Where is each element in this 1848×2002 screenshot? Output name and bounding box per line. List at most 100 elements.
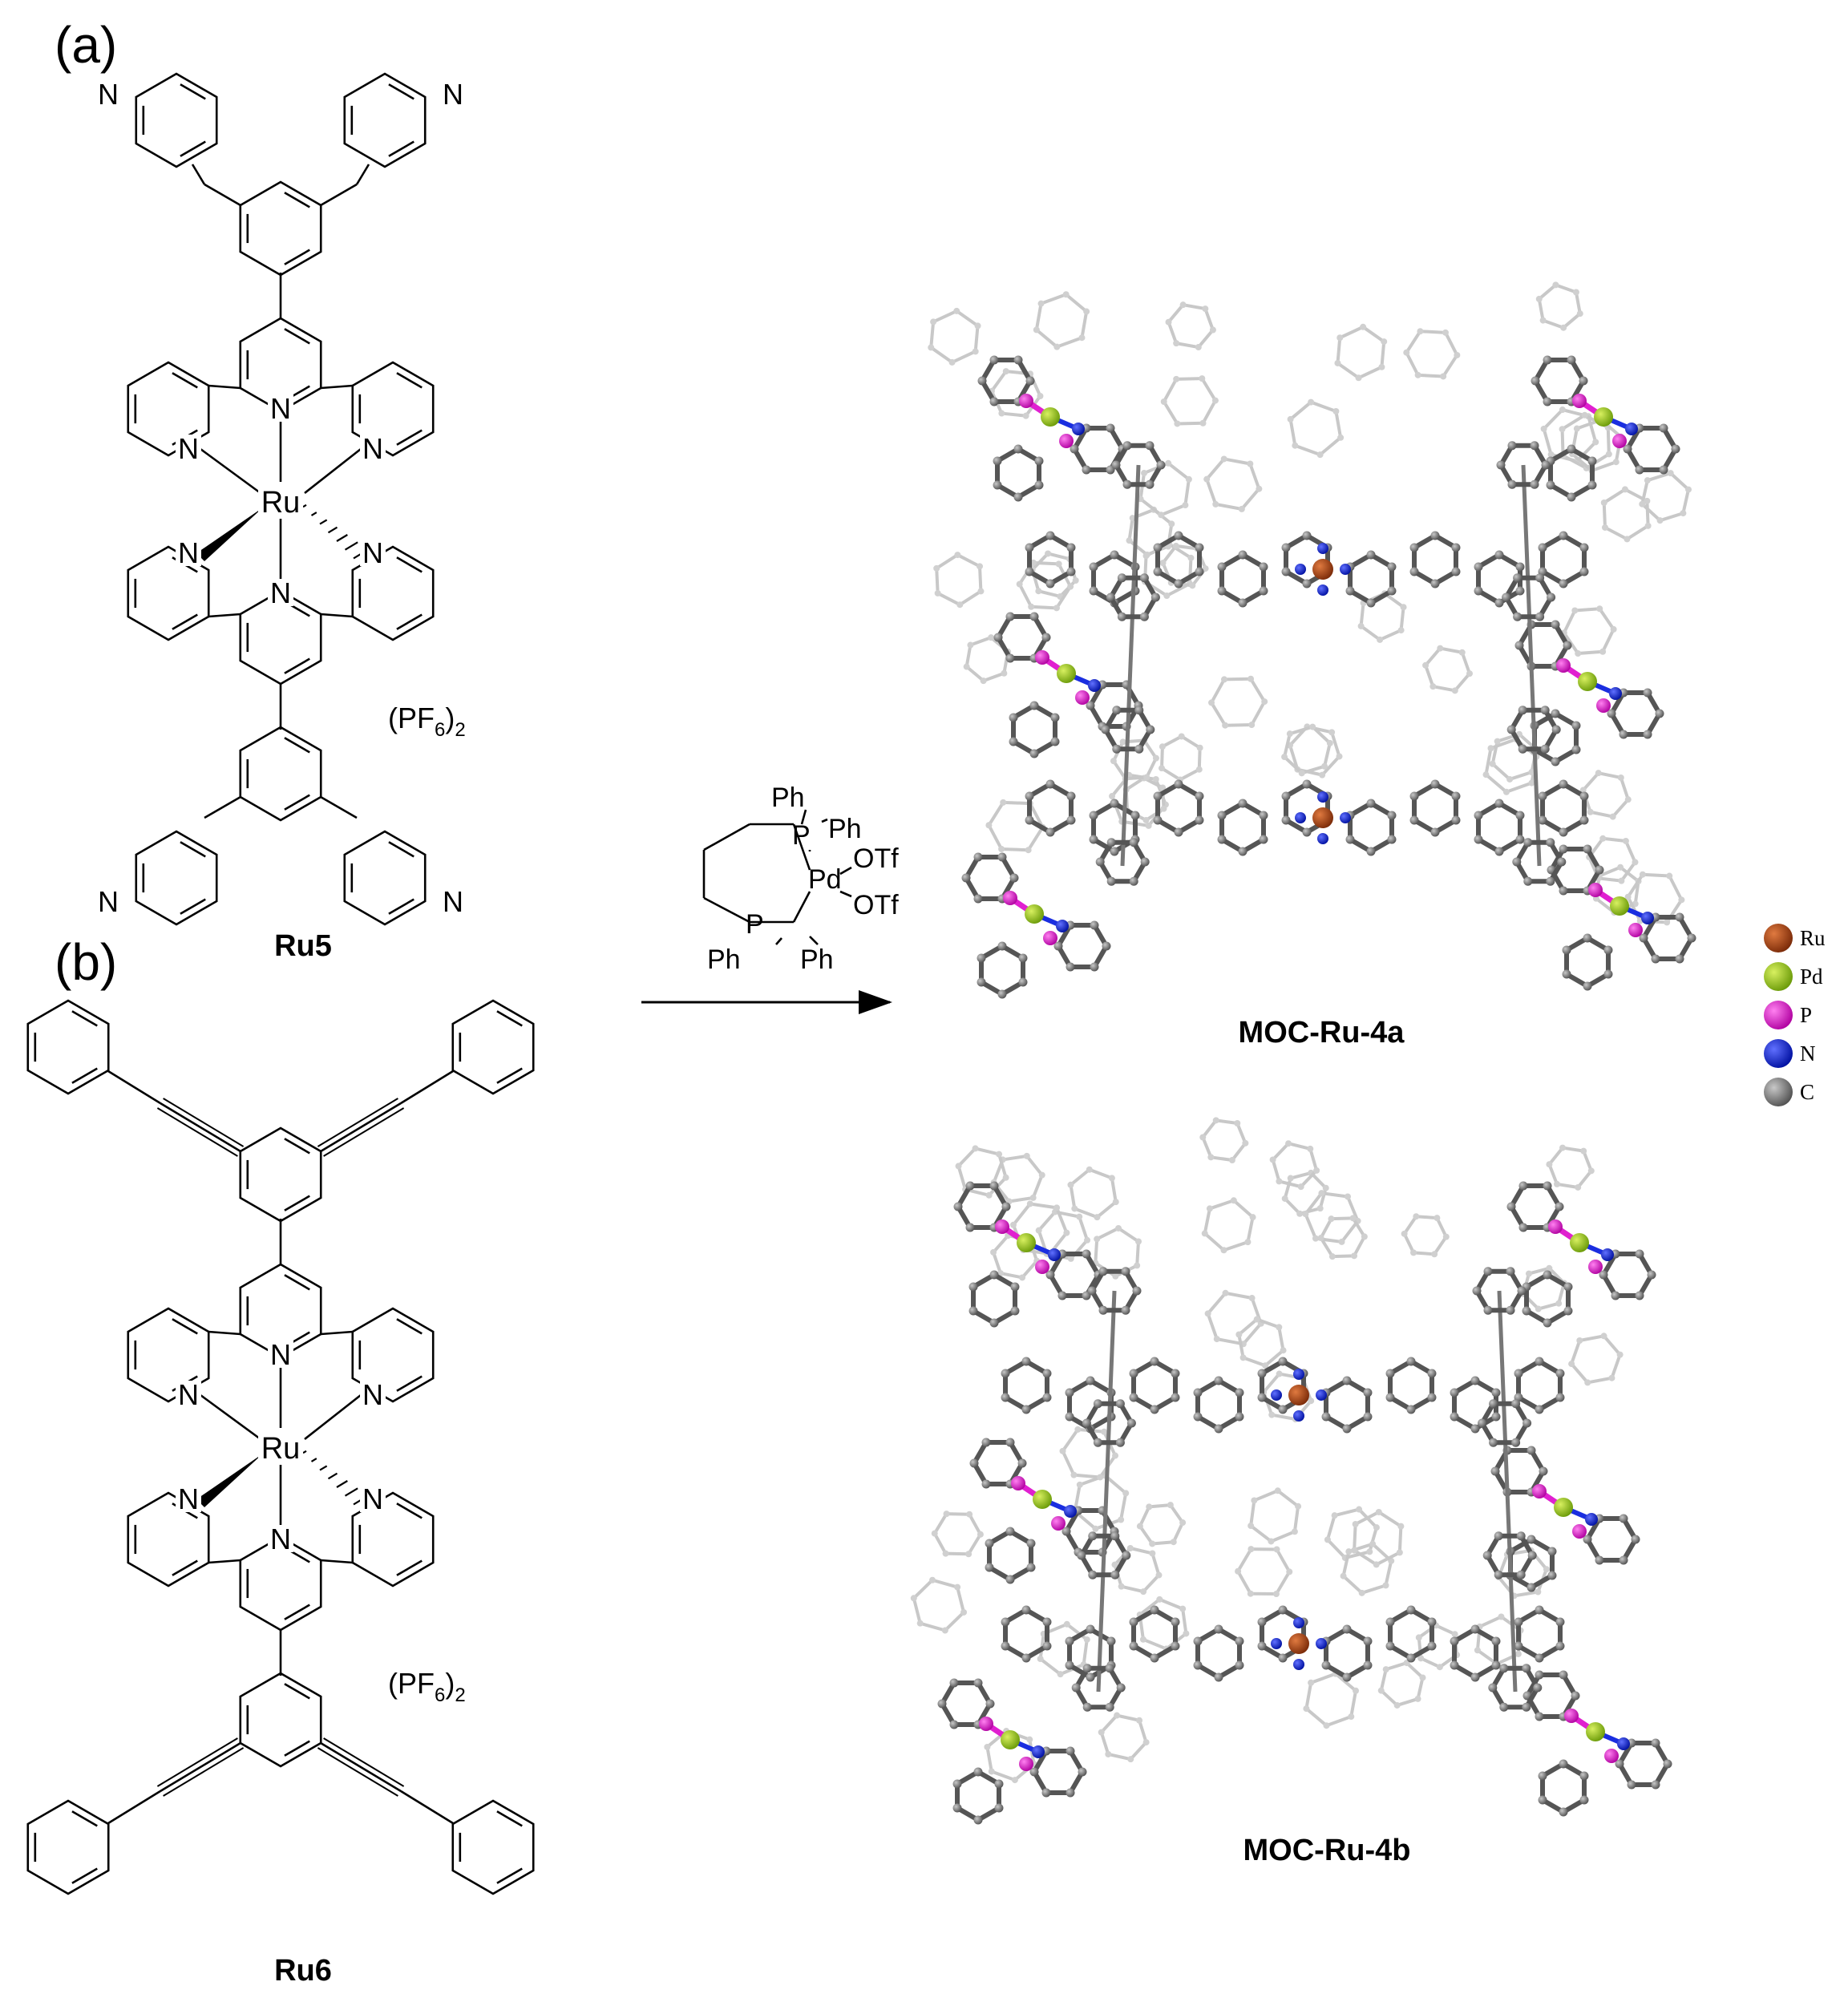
legend-swatch: [1764, 1078, 1793, 1106]
legend-swatch: [1764, 1001, 1793, 1029]
pyridyl-top-left: [136, 74, 216, 167]
atom-label: N: [270, 392, 291, 425]
n-atom: [1271, 1638, 1282, 1649]
n-atom: [1641, 912, 1654, 924]
p-atom: [1564, 1709, 1579, 1723]
p-atom: [1011, 1476, 1025, 1490]
p-atom: [1588, 1260, 1603, 1274]
p-atom: [1604, 1749, 1619, 1763]
n-atom: [1293, 1617, 1304, 1628]
pd-atom: [1057, 664, 1076, 683]
atom-label: N: [178, 1482, 199, 1515]
ru6-counterion: (PF6)2: [388, 1667, 466, 1706]
legend-label: P: [1800, 1003, 1812, 1027]
svg-text:OTf: OTf: [853, 890, 899, 920]
n-atom: [1340, 564, 1351, 575]
p-atom: [995, 1219, 1009, 1234]
pyridyl-bottom-left: [136, 831, 216, 924]
n-atom: [1316, 1389, 1327, 1401]
svg-text:Ph: Ph: [771, 783, 805, 813]
n-atom: [1056, 920, 1069, 932]
panel-b-tag: (b): [55, 933, 117, 991]
p-atom: [979, 1717, 993, 1731]
p-atom: [1596, 698, 1611, 713]
n-atom: [1271, 1389, 1282, 1401]
n-atom: [1317, 543, 1328, 554]
pd-atom: [1578, 672, 1597, 691]
svg-text:P: P: [792, 820, 811, 851]
n-atom: [1293, 1369, 1304, 1380]
pd-atom: [1570, 1233, 1589, 1252]
atom-label: N: [362, 536, 383, 569]
pd-atom: [1041, 407, 1060, 427]
pyridyl-bottom-right: [345, 831, 425, 924]
n-atom: [1317, 791, 1328, 803]
pd-atom: [1033, 1490, 1052, 1509]
p-atom: [1548, 1219, 1563, 1234]
terminal-phenyl: [453, 1001, 533, 1094]
ru-atom: [1288, 1385, 1309, 1405]
p-atom: [1588, 883, 1603, 897]
legend-label: C: [1800, 1080, 1814, 1104]
atom-label: N: [98, 78, 119, 111]
svg-text:(PF6)2: (PF6)2: [388, 702, 466, 741]
n-atom: [1340, 812, 1351, 823]
pd-atom: [1025, 904, 1044, 924]
svg-text:OTf: OTf: [853, 843, 899, 874]
atom-label: N: [270, 1523, 291, 1555]
panel-a-tag: (a): [55, 16, 117, 74]
moc-ru-4a-crystal-structure: [928, 281, 1696, 998]
n-atom: [1072, 423, 1085, 435]
terminal-phenyl: [453, 1801, 533, 1894]
atom-label: N: [362, 1482, 383, 1515]
pd-atom: [1017, 1233, 1036, 1252]
p-atom: [1019, 1757, 1033, 1771]
atom-label: N: [178, 432, 199, 465]
atom-label: N: [362, 432, 383, 465]
p-atom: [1059, 434, 1074, 448]
n-atom: [1617, 1737, 1630, 1750]
legend-label: Pd: [1800, 965, 1823, 989]
legend-swatch: [1764, 924, 1793, 952]
svg-text:Ph: Ph: [800, 944, 834, 975]
legend-swatch: [1764, 962, 1793, 991]
n-atom: [1032, 1745, 1045, 1758]
atom-label: N: [443, 885, 463, 918]
p-atom: [1572, 1524, 1587, 1539]
n-atom: [1609, 687, 1622, 700]
moc-ru-4b-label: MOC-Ru-4b: [1243, 1834, 1411, 1867]
p-atom: [1556, 658, 1571, 673]
p-atom: [1003, 891, 1017, 905]
n-atom: [1625, 423, 1638, 435]
bottom-aryl-ring: [241, 1673, 321, 1766]
moc-ru-4b-crystal-structure: [911, 1117, 1672, 1824]
pd-reagent-labels: Ph Ph P Pd OTf OTf P Ph Ph: [707, 783, 899, 975]
ru5-label: Ru5: [274, 929, 332, 963]
atom-label: N: [270, 576, 291, 609]
ru-center-label: Ru: [261, 1432, 301, 1466]
ru-atom: [1312, 559, 1333, 580]
n-atom: [1316, 1638, 1327, 1649]
n-atom: [1064, 1505, 1077, 1518]
ru-atom: [1312, 807, 1333, 828]
p-atom: [1628, 923, 1643, 937]
p-atom: [1532, 1484, 1547, 1498]
p-atom: [1019, 394, 1033, 408]
legend-item-c: C: [1764, 1078, 1814, 1106]
legend-item-n: N: [1764, 1039, 1816, 1068]
n-atom: [1317, 833, 1328, 844]
atom-label: N: [178, 1378, 199, 1411]
p-atom: [1075, 690, 1090, 705]
pd-atom: [1586, 1722, 1605, 1741]
svg-text:P: P: [746, 909, 764, 940]
atom-label: N: [443, 78, 463, 111]
svg-text:Ph: Ph: [828, 814, 862, 844]
n-atom: [1295, 812, 1306, 823]
n-atom: [1048, 1248, 1061, 1261]
legend-label: Ru: [1800, 926, 1826, 950]
n-atom: [1088, 679, 1101, 692]
